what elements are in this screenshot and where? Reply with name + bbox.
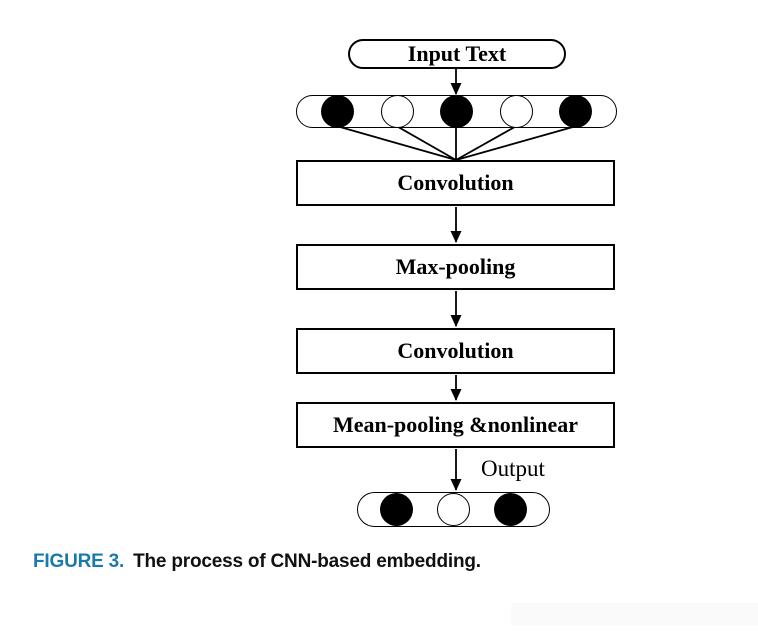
- filled-node-icon: [380, 493, 413, 526]
- fan-line: [396, 125, 457, 161]
- fan-line: [336, 125, 457, 161]
- fan-line: [455, 125, 577, 161]
- layer-label: Convolution: [397, 338, 514, 363]
- empty-node-icon: [499, 95, 533, 128]
- scan-artifact-strip: [511, 603, 758, 626]
- layer-box-max-pooling: Max-pooling: [296, 244, 615, 290]
- output-label: Output: [481, 456, 545, 481]
- filled-node-icon: [559, 95, 592, 128]
- figure-caption-number: FIGURE 3.: [33, 551, 125, 572]
- fan-line: [455, 125, 517, 161]
- layer-label: Max-pooling: [395, 254, 516, 279]
- input-text-node: Input Text: [348, 39, 566, 69]
- layer-label: Mean-pooling &nonlinear: [332, 412, 579, 437]
- layer-box-convolution-2: Convolution: [296, 328, 615, 374]
- figure-caption: FIGURE 3. The process of CNN-based embed…: [33, 551, 481, 573]
- empty-node-icon: [437, 493, 470, 526]
- figure-caption-text: The process of CNN-based embedding.: [133, 551, 481, 572]
- layer-label: Convolution: [397, 170, 514, 195]
- filled-node-icon: [440, 95, 473, 128]
- fan-lines-vector-to-convolution: [336, 125, 577, 161]
- filled-node-icon: [494, 493, 527, 526]
- filled-node-icon: [321, 95, 354, 128]
- layer-box-mean-pooling-nonlinear: Mean-pooling &nonlinear: [296, 402, 615, 448]
- input-vector-node: [296, 95, 617, 128]
- layer-box-convolution-1: Convolution: [296, 160, 615, 206]
- empty-node-icon: [380, 95, 414, 128]
- output-vector-node: [357, 492, 550, 527]
- input-text-label: Input Text: [407, 41, 507, 66]
